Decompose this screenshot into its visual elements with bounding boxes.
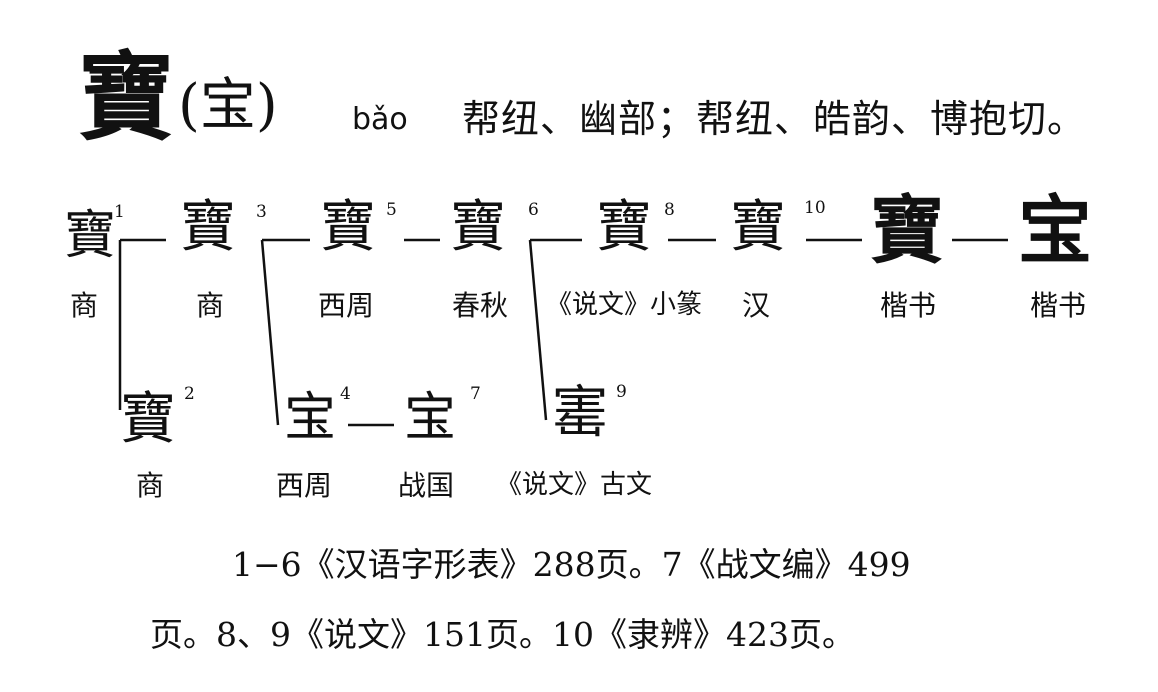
glyph-5: 寶 bbox=[320, 195, 376, 260]
connector-6-9 bbox=[528, 239, 548, 421]
glyph-5-number: 5 bbox=[386, 200, 397, 220]
glyph-3-number: 3 bbox=[256, 202, 267, 222]
glyph-4-number: 4 bbox=[340, 384, 351, 404]
glyph-8-period: 《说文》小篆 bbox=[546, 290, 703, 320]
glyph-kaishu-simplified-caption: 楷书 bbox=[1030, 289, 1087, 322]
glyph-7-number: 7 bbox=[470, 384, 481, 404]
glyph-kaishu-traditional: 寶 bbox=[870, 188, 944, 274]
glyph-6-number: 6 bbox=[528, 200, 539, 220]
source-note-line-2: 页。8、9《说文》151页。10《隶辨》423页。 bbox=[150, 615, 855, 654]
phonology-note: 帮纽、幽部；帮纽、皓韵、博抱切。 bbox=[462, 97, 1087, 141]
pinyin: bǎo bbox=[352, 102, 408, 137]
glyph-kaishu-traditional-caption: 楷书 bbox=[880, 289, 937, 322]
glyph-5-period: 西周 bbox=[318, 289, 375, 322]
glyph-8-number: 8 bbox=[664, 200, 675, 220]
headword-simplified: (宝) bbox=[178, 73, 278, 138]
glyph-2-number: 2 bbox=[184, 384, 195, 404]
glyph-10: 寶 bbox=[730, 195, 786, 260]
glyph-10-period: 汉 bbox=[742, 289, 771, 322]
glyph-1-period: 商 bbox=[70, 289, 99, 322]
glyph-7-period: 战国 bbox=[398, 469, 455, 502]
glyph-6-period: 春秋 bbox=[452, 289, 509, 322]
source-note-line-1: 1−6《汉语字形表》288页。7《战文编》499 bbox=[232, 545, 911, 584]
glyph-4: 宝 bbox=[284, 388, 337, 448]
headword-traditional: 寶 bbox=[78, 41, 174, 154]
glyph-2: 寶 bbox=[120, 387, 176, 452]
glyph-9-number: 9 bbox=[616, 382, 627, 402]
glyph-6: 寶 bbox=[450, 195, 506, 260]
glyph-9-period: 《说文》古文 bbox=[496, 470, 653, 500]
glyph-3: 寶 bbox=[180, 195, 236, 260]
glyph-1-number: 1 bbox=[114, 202, 125, 222]
glyph-4-period: 西周 bbox=[276, 469, 333, 502]
glyph-7: 宝 bbox=[404, 388, 457, 448]
glyph-3-period: 商 bbox=[196, 289, 225, 322]
glyph-8: 寶 bbox=[596, 195, 652, 260]
glyph-kaishu-simplified: 宝 bbox=[1018, 188, 1092, 274]
glyph-1: 寶 bbox=[64, 206, 117, 266]
connector-3-4 bbox=[260, 239, 280, 426]
glyph-2-period: 商 bbox=[136, 469, 165, 502]
glyph-10-number: 10 bbox=[804, 198, 826, 218]
glyph-9: 寚 bbox=[552, 381, 608, 446]
